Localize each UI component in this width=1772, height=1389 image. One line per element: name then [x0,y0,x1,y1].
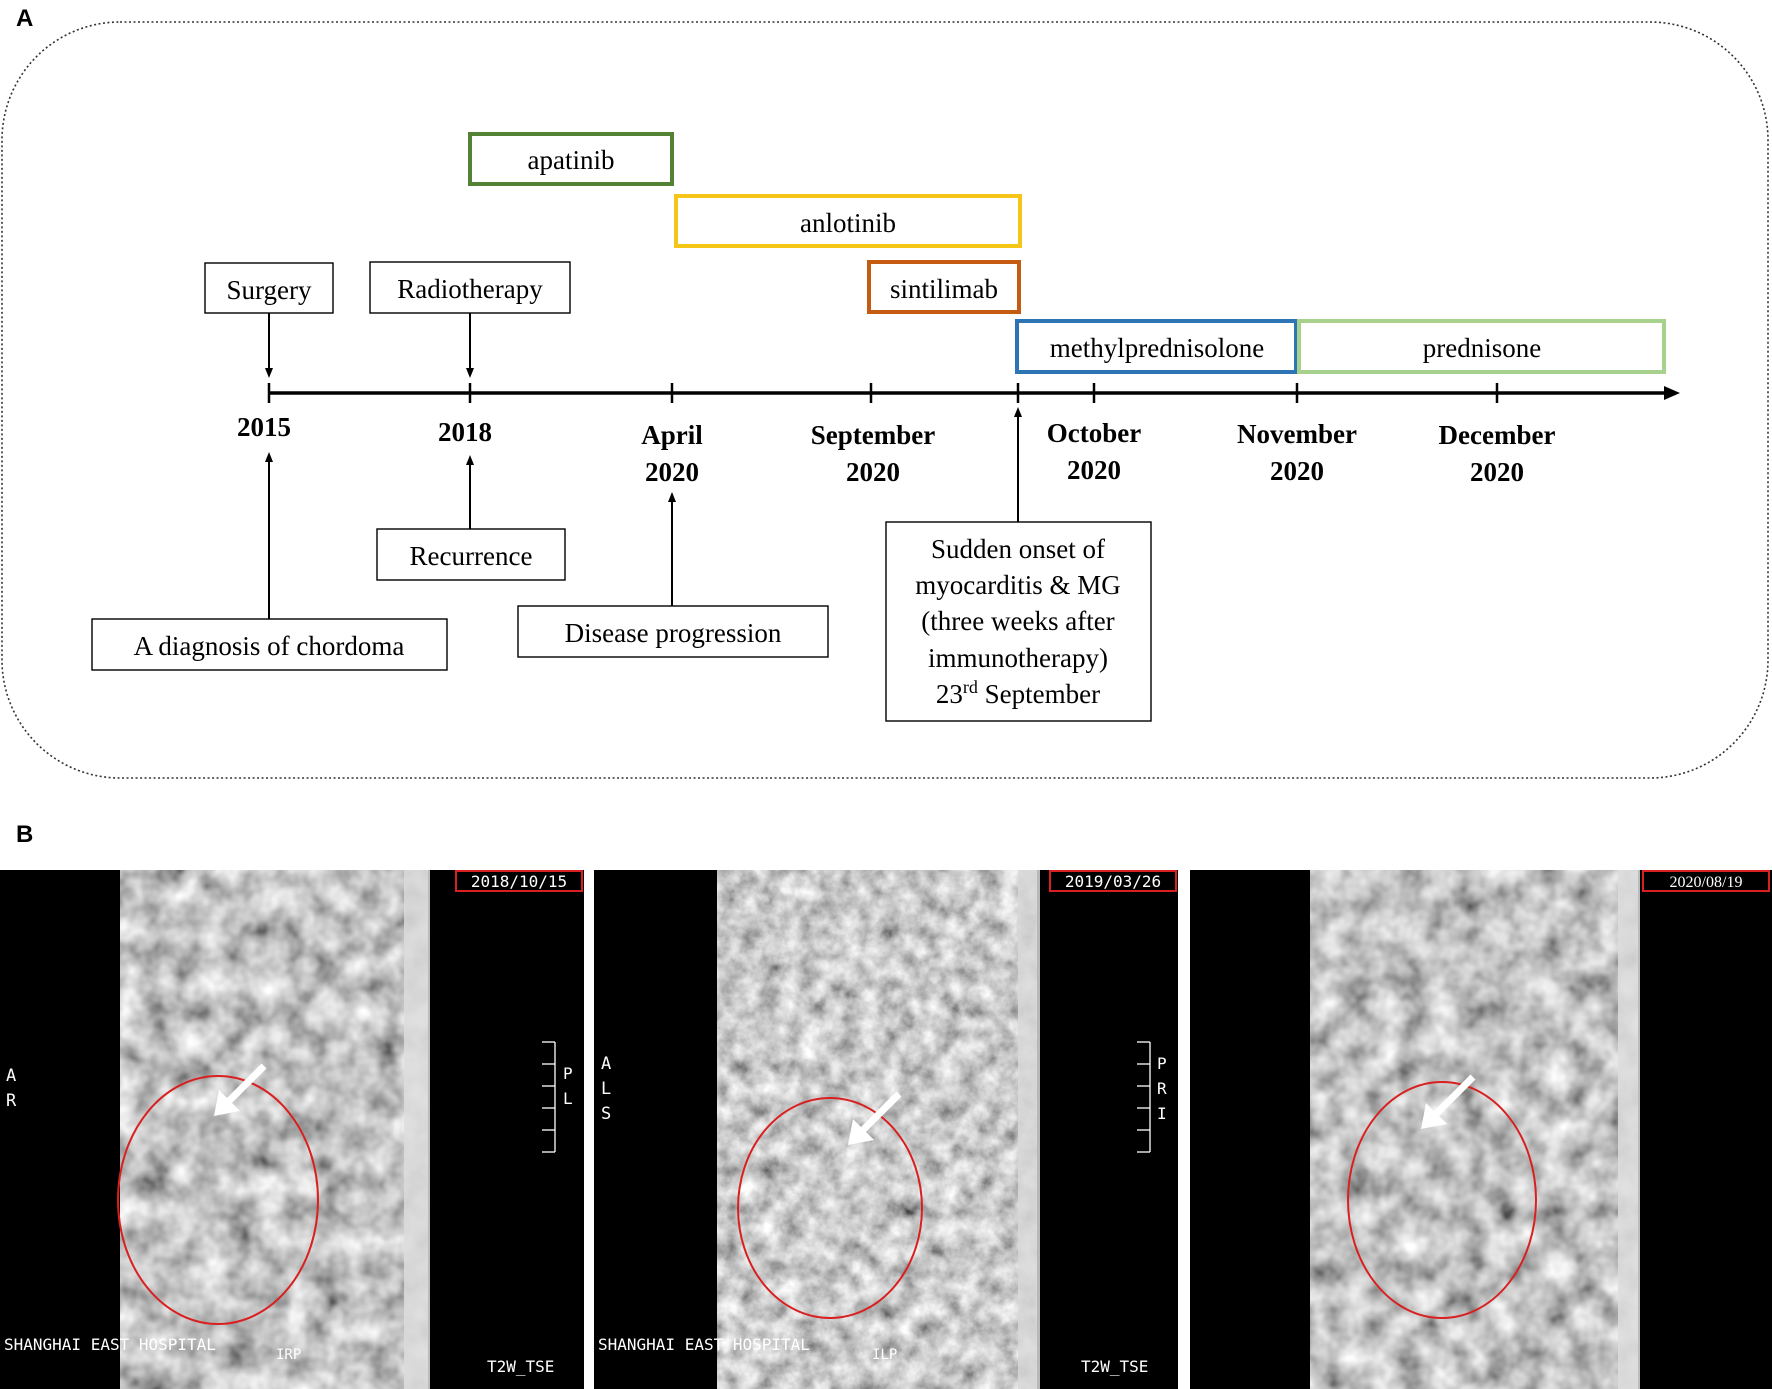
mri-scan-2-scale-i: I [1157,1104,1167,1123]
event-progression: Disease progression [517,492,829,658]
mri-scan-1-scale-l: L [563,1089,573,1108]
mri-scan-2-scale-r: R [1157,1079,1167,1098]
treatment-sintilimab-label: sintilimab [890,274,998,304]
event-diagnosis: A diagnosis of chordoma [91,452,448,671]
event-radiotherapy: Radiotherapy [369,261,571,378]
treatment-anlotinib-label: anlotinib [800,208,896,238]
onset-text-line-3: (three weeks after [921,606,1114,636]
tick-label-2018: 2018 [438,417,492,447]
mri-scan-1-date: 2018/10/15 [471,872,567,891]
mri-scan-1-date-box [455,870,583,892]
tick-label-september: September [811,420,935,450]
tick-label-december: December [1439,420,1556,450]
mri-scan-2-orient-l: L [601,1079,611,1099]
treatment-sintilimab: sintilimab [867,260,1021,314]
onset-date-month: September [978,679,1100,709]
onset-text-line-4: immunotherapy) [928,643,1108,673]
mri-scan-2-scale-bar [1137,1041,1151,1153]
mri-scan-2-orient-a: A [601,1054,611,1074]
onset-text-line-1: Sudden onset of [931,534,1105,564]
panel-a-label: A [16,5,33,32]
mri-scan-3-spine-canal [1618,870,1640,1389]
mri-scan-3-tissue [1310,870,1638,1389]
onset-text-line-5: 23rd September [936,677,1100,709]
treatment-methylprednisolone-label: methylprednisolone [1050,333,1264,363]
tick-label-october: October [1047,418,1141,448]
mri-scan-3-date-box [1642,870,1770,892]
timeline-axis [267,383,1680,403]
mri-scan-2-date-box [1049,870,1177,892]
tick-label-november-year: 2020 [1270,456,1324,486]
event-progression-label: Disease progression [565,618,782,648]
tick-label-october-year: 2020 [1067,455,1121,485]
mri-scan-1-lesion-circle [117,1075,319,1325]
mri-scan-2-lesion-circle [737,1097,923,1319]
timeline-arrowhead [1664,386,1680,400]
event-recurrence-label: Recurrence [410,541,533,571]
event-diagnosis-label: A diagnosis of chordoma [134,631,405,661]
mri-scan-2-hospital: SHANGHAI EAST HOSPITAL [598,1335,810,1354]
mri-scan-1-hospital: SHANGHAI EAST HOSPITAL [4,1335,216,1354]
onset-date-number: 23 [936,679,963,709]
event-onset: Sudden onset of myocarditis & MG (three … [885,407,1152,722]
tick-label-2015: 2015 [237,412,291,442]
tick-label-april-year: 2020 [645,457,699,487]
mri-scan-1-orient-r: R [6,1091,17,1111]
treatment-methylprednisolone: methylprednisolone [1015,319,1298,374]
treatment-anlotinib: anlotinib [674,194,1022,248]
mri-scan-1-sequence: T2W_TSE [487,1357,554,1376]
onset-date-suffix: rd [963,677,978,697]
mri-scan-1-arrow-icon [214,1063,267,1116]
mri-scan-1: 2018/10/15 A R P L SHANGHAI EAST HOSPITA… [0,870,584,1389]
event-radiotherapy-label: Radiotherapy [397,274,543,304]
mri-scan-1-tissue [120,870,428,1389]
mri-scan-1-scale-p: P [563,1064,573,1083]
mri-scan-3-date: 2020/08/19 [1670,874,1743,891]
panel-a-dotted-border [1,21,1769,779]
mri-scan-2: 2019/03/26 A L S P R I SHANGHAI EAST HOS… [594,870,1178,1389]
event-surgery: Surgery [204,262,334,378]
mri-scan-2-orient-s: S [601,1104,611,1124]
treatment-prednisone-label: prednisone [1423,333,1541,363]
tick-label-september-year: 2020 [846,457,900,487]
mri-scan-2-spine-canal [1018,870,1040,1389]
mri-scan-3-lesion-circle [1347,1081,1537,1319]
mri-scan-2-sequence: T2W_TSE [1081,1357,1148,1376]
event-surgery-label: Surgery [227,275,312,305]
mri-scan-3-arrow-icon [1421,1074,1476,1129]
panel-b-label: B [16,821,33,848]
mri-scan-2-code: ILP [872,1347,897,1363]
event-recurrence: Recurrence [376,455,566,581]
tick-label-april: April [641,420,703,450]
tick-label-december-year: 2020 [1470,457,1524,487]
treatment-apatinib-label: apatinib [528,145,615,175]
mri-scan-3: 2020/08/19 [1190,870,1772,1389]
onset-text-line-2: myocarditis & MG [915,570,1120,600]
treatment-prednisone: prednisone [1297,319,1666,374]
mri-scan-2-arrow-icon [848,1091,902,1145]
mri-scan-2-date: 2019/03/26 [1065,872,1161,891]
mri-scan-1-code: IRP [276,1347,301,1363]
mri-scan-1-spine-canal [404,870,430,1389]
treatment-apatinib: apatinib [468,132,674,186]
mri-scan-2-scale-p: P [1157,1054,1167,1073]
mri-scan-1-orient-a: A [6,1066,16,1086]
tick-label-november: November [1237,419,1357,449]
mri-scan-1-scale-bar [542,1041,556,1153]
